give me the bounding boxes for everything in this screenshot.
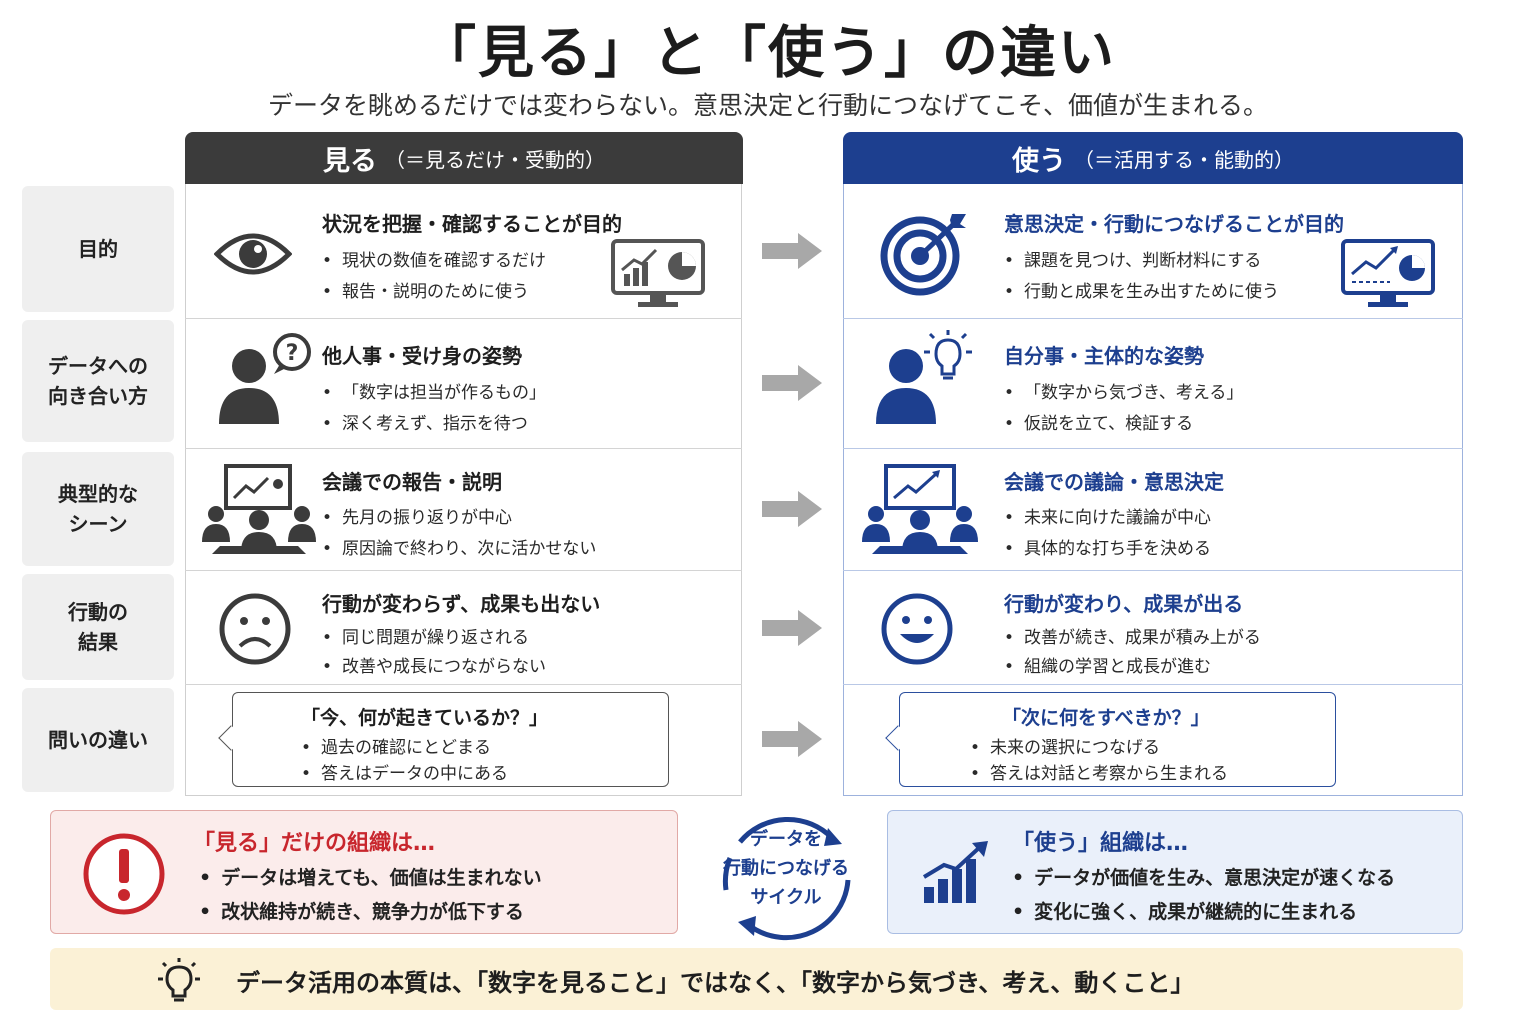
cell-heading: 意思決定・行動につなげることが目的 — [1004, 212, 1344, 236]
person-idea-icon — [876, 330, 972, 424]
cell-bullet: 行動と成果を生み出すために使う — [1004, 277, 1279, 302]
success-title: 「使う」組織は… — [1012, 831, 1189, 856]
arrow-right-icon — [762, 233, 822, 269]
row-divider — [185, 570, 742, 571]
column-label: 見る — [323, 145, 377, 177]
row-label-question: 問いの違い — [22, 688, 174, 792]
column-header-use: 使う （＝活用する・能動的） — [843, 132, 1463, 184]
row-divider — [185, 318, 742, 319]
see-panel — [185, 184, 742, 796]
cell-bullet: 現状の数値を確認するだけ — [322, 246, 546, 271]
warning-bullet: 改状維持が続き、競争力が低下する — [199, 897, 524, 924]
column-sublabel: （＝見るだけ・受動的） — [385, 147, 605, 172]
question-text: 「今、何が起きているか？」 — [301, 707, 549, 729]
cell-bullet: 改善や成長につながらない — [322, 652, 546, 677]
cell-bullet: 先月の振り返りが中心 — [322, 503, 512, 528]
cell-bullet: 具体的な打ち手を決める — [1004, 534, 1211, 559]
footer-banner: データ活用の本質は、「数字を見ること」ではなく、「数字から気づき、考え、動くこと… — [50, 948, 1463, 1010]
meeting-icon — [862, 464, 978, 554]
column-label: 使う — [1012, 145, 1066, 177]
cycle-arrows-icon — [722, 817, 851, 941]
cell-heading: 状況を把握・確認することが目的 — [322, 212, 622, 236]
warning-bullet: データは増えても、価値は生まれない — [199, 863, 542, 890]
exclamation-icon — [83, 833, 165, 915]
warning-title: 「見る」だけの組織は… — [193, 831, 436, 856]
cell-bullet: 答えはデータの中にある — [301, 759, 508, 784]
target-icon — [880, 214, 966, 296]
success-bullet: データが価値を生み、意思決定が速くなる — [1012, 863, 1395, 890]
cell-bullet: 仮説を立て、検証する — [1004, 409, 1193, 434]
row-divider — [843, 570, 1463, 571]
row-divider — [185, 448, 742, 449]
cell-bullet: 未来に向けた議論が中心 — [1004, 503, 1211, 528]
cell-bullet: 「数字から気づき、考える」 — [1004, 378, 1243, 403]
column-sublabel: （＝活用する・能動的） — [1074, 147, 1294, 172]
cell-heading: 会議での議論・意思決定 — [1004, 470, 1224, 494]
sad-face-icon — [219, 593, 291, 665]
question-bubble: 「次に何をすべきか？」 未来の選択につなげる 答えは対話と考察から生まれる — [885, 692, 1336, 787]
eye-icon — [214, 233, 292, 275]
arrow-right-icon — [762, 365, 822, 401]
arrow-right-icon — [762, 721, 822, 757]
cell-bullet: 深く考えず、指示を待つ — [322, 409, 528, 434]
person-question-icon: ? — [219, 333, 311, 424]
meeting-icon — [202, 464, 316, 554]
cell-bullet: 過去の確認にとどまる — [301, 733, 491, 758]
cell-bullet: 答えは対話と考察から生まれる — [970, 759, 1228, 784]
question-text: 「次に何をすべきか？」 — [1002, 707, 1210, 729]
cell-heading: 他人事・受け身の姿勢 — [322, 344, 522, 368]
cell-bullet: 「数字は担当が作るもの」 — [322, 378, 546, 403]
arrow-right-icon — [762, 610, 822, 646]
arrow-right-icon — [762, 491, 822, 527]
growth-chart-icon — [922, 841, 988, 903]
page-subtitle: データを眺めるだけでは変わらない。意思決定と行動につなげてこそ、価値が生まれる。 — [267, 91, 1268, 120]
row-label-purpose: 目的 — [22, 186, 174, 312]
cell-bullet: 報告・説明のために使う — [322, 277, 529, 302]
cycle-label: データを 行動につなげる サイクル — [723, 829, 849, 908]
success-box: 「使う」組織は… データが価値を生み、意思決定が速くなる 変化に強く、成果が継続… — [887, 810, 1463, 934]
success-bullet: 変化に強く、成果が継続的に生まれる — [1012, 897, 1357, 924]
column-header-see: 見る （＝見るだけ・受動的） — [185, 132, 743, 184]
question-bubble: 「今、何が起きているか？」 過去の確認にとどまる 答えはデータの中にある — [218, 692, 669, 787]
lightbulb-icon — [158, 958, 200, 1002]
happy-face-icon — [881, 593, 953, 665]
row-label-result: 行動の 結果 — [22, 574, 174, 680]
cell-bullet: 改善が続き、成果が積み上がる — [1004, 623, 1261, 648]
cell-bullet: 課題を見つけ、判断材料にする — [1004, 246, 1261, 271]
cell-bullet: 組織の学習と成長が進む — [1004, 652, 1211, 677]
svg-text:?: ? — [286, 341, 299, 366]
row-divider — [843, 684, 1463, 685]
monitor-chart-icon — [1341, 239, 1435, 307]
warning-box: 「見る」だけの組織は… データは増えても、価値は生まれない 改状維持が続き、競争… — [50, 810, 678, 934]
cell-bullet: 同じ問題が繰り返される — [322, 623, 529, 648]
row-divider — [843, 448, 1463, 449]
row-label-attitude: データへの 向き合い方 — [22, 320, 174, 442]
cell-heading: 行動が変わらず、成果も出ない — [322, 592, 601, 616]
cell-bullet: 原因論で終わり、次に活かせない — [322, 534, 596, 559]
monitor-chart-icon — [611, 239, 705, 307]
use-panel — [843, 184, 1463, 796]
cell-heading: 自分事・主体的な姿勢 — [1004, 344, 1204, 368]
row-divider — [843, 318, 1463, 319]
footer-message: データ活用の本質は、「数字を見ること」ではなく、「数字から気づき、考え、動くこと… — [236, 969, 1195, 997]
row-divider — [185, 684, 742, 685]
row-label-scene: 典型的な シーン — [22, 452, 174, 566]
cell-heading: 会議での報告・説明 — [322, 470, 502, 494]
cell-heading: 行動が変わり、成果が出る — [1004, 592, 1244, 616]
page-title: 「見る」と「使う」の違い — [420, 21, 1116, 86]
cell-bullet: 未来の選択につなげる — [970, 733, 1160, 758]
